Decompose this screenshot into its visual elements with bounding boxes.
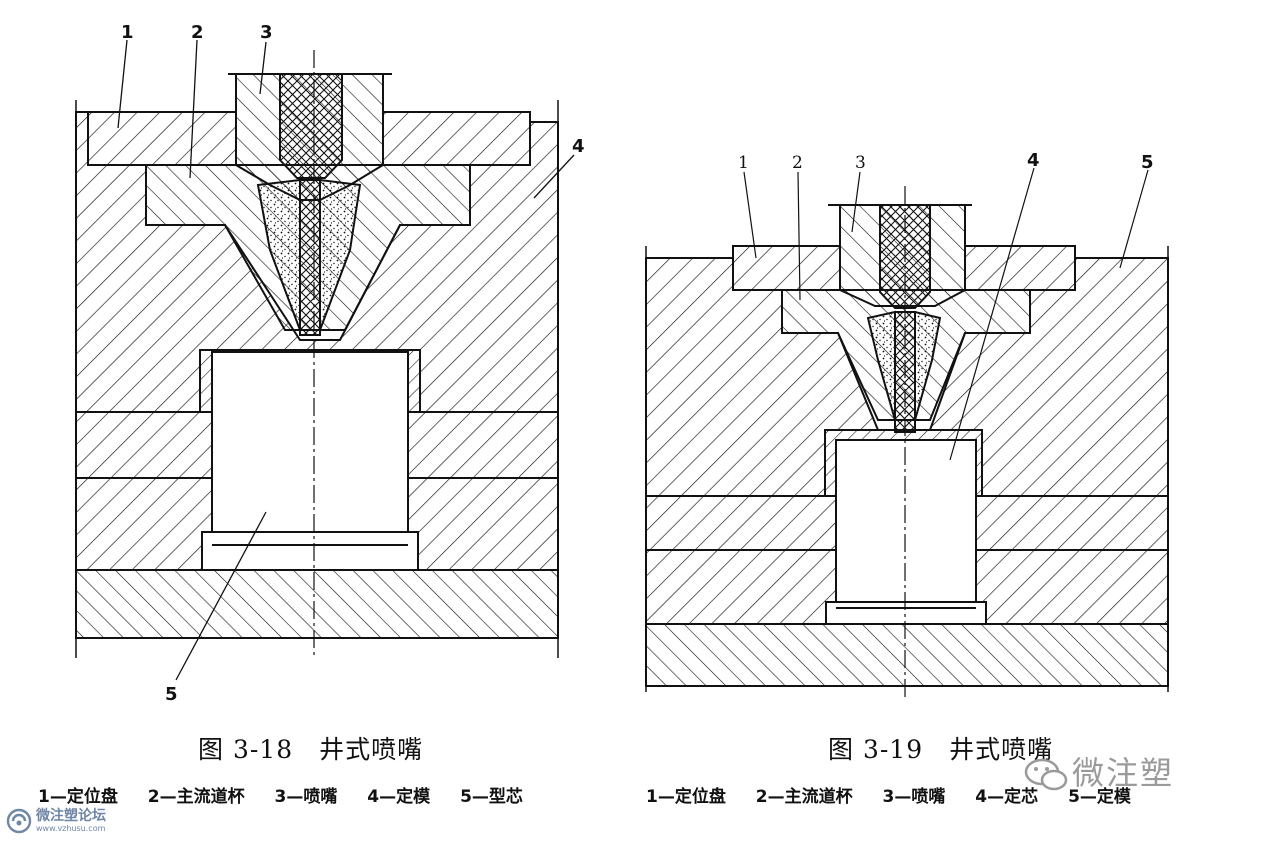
label-fig19-3: 3 (855, 153, 866, 173)
forum-name: 微注塑论坛 (36, 807, 106, 824)
legend-fig-3-19: 1—定位盘 2—主流道杯 3—喷嘴 4—定芯 5—定模 (646, 782, 1131, 807)
core-base-r (825, 601, 987, 625)
core-base (201, 531, 419, 571)
caption-fig-3-19: 图 3-19 井式喷嘴 (828, 735, 1054, 764)
nozzle-heater-core (279, 73, 343, 179)
legend-item: 5—定模 (1068, 787, 1131, 807)
legend-item: 1—定位盘 (646, 787, 726, 807)
locating-ring-right (382, 111, 531, 166)
label-fig18-4: 4 (572, 136, 585, 157)
label-fig18-5: 5 (165, 684, 178, 705)
legend-item: 4—定模 (367, 787, 431, 807)
plate-bottom-r (645, 623, 1169, 687)
label-fig18-2: 2 (191, 22, 204, 43)
legend-item: 1—定位盘 (38, 787, 118, 807)
forum-watermark: 微注塑论坛 www.vzhusu.com (6, 806, 106, 836)
watermark-brand: 微注塑 (1024, 748, 1174, 794)
core-part-5 (211, 351, 409, 533)
nozzle-tip-crosshatch (299, 179, 321, 336)
watermark-brand-text: 微注塑 (1072, 754, 1175, 792)
label-fig19-1: 1 (738, 153, 749, 173)
molded-cup (199, 349, 421, 413)
legend-item: 5—型芯 (460, 787, 523, 807)
label-fig18-1: 1 (121, 22, 134, 43)
wechat-logo-icon (1024, 758, 1068, 791)
forum-url: www.vzhusu.com (36, 823, 106, 833)
plate-bottom (75, 569, 559, 639)
label-fig19-2: 2 (792, 153, 803, 173)
legend-item: 2—主流道杯 (755, 787, 853, 807)
label-fig18-3: 3 (260, 22, 273, 43)
legend-fig-3-18: 1—定位盘 2—主流道杯 3—喷嘴 4—定模 5—型芯 (38, 782, 523, 807)
figure-3-19 (645, 167, 1169, 700)
locating-ring-part-1 (87, 111, 237, 166)
molded-cup-r (824, 429, 983, 497)
core-part-4-r (835, 439, 977, 603)
legend-item: 3—喷嘴 (274, 787, 338, 807)
figure-3-18 (75, 39, 575, 681)
legend-item: 3—喷嘴 (882, 787, 946, 807)
locating-ring-part-1-r (732, 245, 841, 291)
forum-logo-icon (6, 808, 32, 834)
legend-item: 4—定芯 (975, 787, 1039, 807)
label-fig19-4: 4 (1027, 150, 1040, 171)
legend-item: 2—主流道杯 (147, 787, 245, 807)
locating-ring-right-r (964, 245, 1076, 291)
caption-fig-3-18: 图 3-18 井式喷嘴 (198, 735, 424, 764)
label-fig19-5: 5 (1141, 152, 1154, 173)
